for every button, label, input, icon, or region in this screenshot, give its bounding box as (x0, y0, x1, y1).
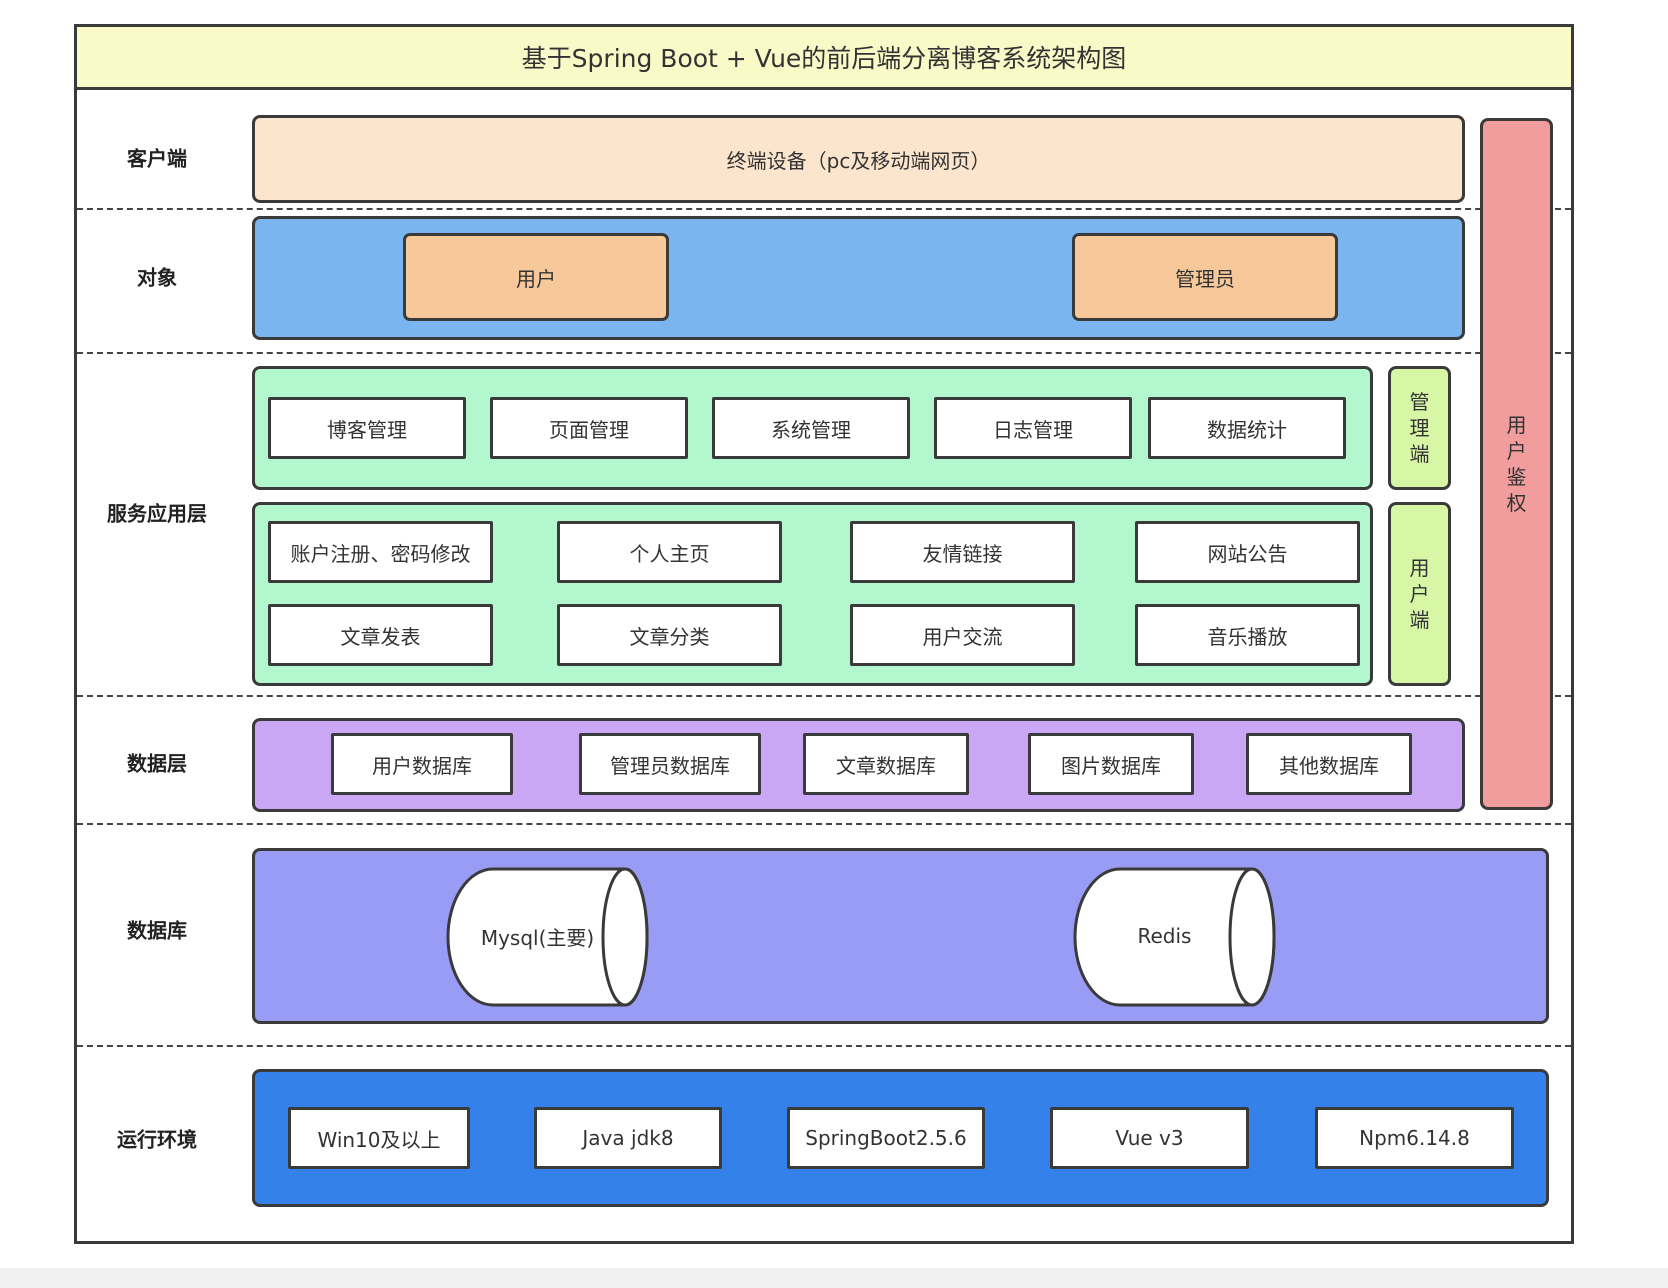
service-blog-manage: 博客管理 (268, 397, 466, 459)
separator-service (77, 695, 1571, 697)
mysql-cylinder-icon (446, 867, 649, 1007)
layer-label-runtime: 运行环境 (117, 1127, 197, 1152)
service-page-manage: 页面管理 (490, 397, 688, 459)
separator-object (77, 352, 1571, 354)
redis-label: Redis (1137, 924, 1192, 948)
object-user: 用户 (403, 233, 669, 321)
layer-label-object: 对象 (137, 265, 177, 290)
service-article-category: 文章分类 (557, 604, 782, 666)
runtime-springboot: SpringBoot2.5.6 (787, 1107, 985, 1169)
db-user: 用户数据库 (331, 733, 513, 795)
layer-label-data: 数据层 (127, 751, 187, 776)
diagram-title: 基于Spring Boot + Vue的前后端分离博客系统架构图 (74, 24, 1574, 90)
service-homepage: 个人主页 (557, 521, 782, 583)
db-admin: 管理员数据库 (579, 733, 761, 795)
separator-data (77, 823, 1571, 825)
runtime-vue: Vue v3 (1050, 1107, 1249, 1169)
user-auth-column: 用户鉴权 (1480, 118, 1553, 810)
service-announcement: 网站公告 (1135, 521, 1360, 583)
object-admin: 管理员 (1072, 233, 1338, 321)
db-other: 其他数据库 (1246, 733, 1412, 795)
admin-side-label: 管理端 (1388, 366, 1451, 490)
service-user-chat: 用户交流 (850, 604, 1075, 666)
redis-cylinder-icon (1073, 867, 1276, 1007)
runtime-os: Win10及以上 (288, 1107, 470, 1169)
service-log-manage: 日志管理 (934, 397, 1132, 459)
runtime-java: Java jdk8 (534, 1107, 722, 1169)
client-panel: 终端设备（pc及移动端网页） (252, 115, 1465, 203)
service-music-play: 音乐播放 (1135, 604, 1360, 666)
db-article: 文章数据库 (803, 733, 969, 795)
layer-label-service: 服务应用层 (107, 501, 207, 526)
service-account: 账户注册、密码修改 (268, 521, 493, 583)
service-friend-links: 友情链接 (850, 521, 1075, 583)
runtime-npm: Npm6.14.8 (1315, 1107, 1514, 1169)
layer-label-client: 客户端 (127, 146, 187, 171)
service-system-manage: 系统管理 (712, 397, 910, 459)
db-image: 图片数据库 (1028, 733, 1194, 795)
client-device-label: 终端设备（pc及移动端网页） (726, 148, 991, 173)
user-side-label: 用户端 (1388, 502, 1451, 686)
service-data-stats: 数据统计 (1148, 397, 1346, 459)
separator-client (77, 208, 1571, 210)
mysql-label: Mysql(主要) (480, 925, 595, 950)
layer-label-database: 数据库 (127, 918, 187, 943)
separator-database (77, 1045, 1571, 1047)
bottom-strip (0, 1268, 1668, 1288)
service-article-publish: 文章发表 (268, 604, 493, 666)
